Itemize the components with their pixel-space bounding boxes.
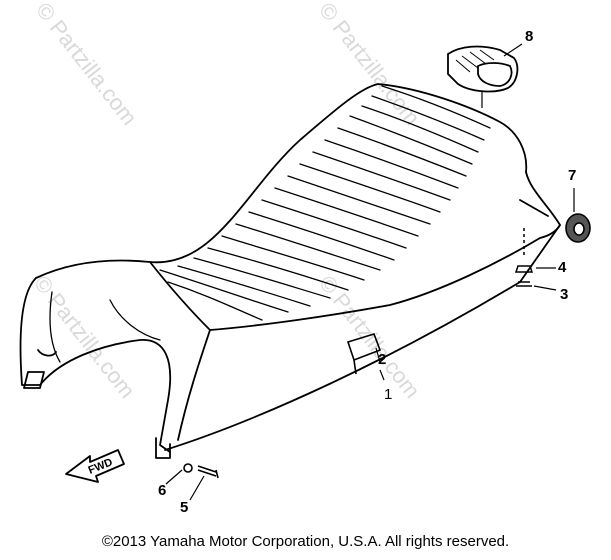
watermarks: © Partzilla.com © Partzilla.com © Partzi… (29, 0, 425, 403)
seat-pan-side (164, 224, 561, 451)
front-cowl-inner (49, 291, 161, 363)
seat-tail (525, 171, 561, 239)
copyright-notice: ©2013 Yamaha Motor Corporation, U.S.A. A… (101, 533, 510, 550)
seat-side-edge (149, 237, 541, 331)
seat-pan-lower (177, 329, 211, 441)
front-bracket (23, 349, 57, 389)
parts-5-6-bolt (183, 463, 219, 479)
callout-5: 5 (180, 499, 188, 516)
callout-4: 4 (558, 259, 567, 276)
watermark-text: © Partzilla.com (31, 0, 142, 130)
seat-pleats (159, 85, 491, 321)
part-7-grommet (565, 213, 591, 243)
callout-7: 7 (568, 167, 576, 184)
part-2-bracket (346, 333, 382, 375)
seat-assembly (19, 83, 561, 459)
front-cowl (19, 277, 172, 453)
fwd-arrow: FWD (65, 449, 125, 483)
leader-lines (165, 43, 575, 501)
part-8-band (447, 45, 519, 93)
watermark-text: © Partzilla.com (314, 0, 425, 130)
rear-mount-plate (519, 199, 549, 217)
callout-labels: 8 7 4 3 2 1 6 5 (158, 28, 576, 516)
callout-3: 3 (560, 286, 568, 303)
rear-bracket (155, 437, 171, 459)
seat-top-outline (35, 83, 528, 279)
callout-6: 6 (158, 482, 166, 499)
fwd-arrow-icon (65, 449, 125, 483)
callout-1: 1 (384, 386, 392, 403)
callout-2: 2 (378, 351, 386, 368)
watermark-text: © Partzilla.com (29, 271, 140, 403)
parts-3-4-hardware (514, 228, 534, 287)
callout-8: 8 (525, 28, 533, 45)
